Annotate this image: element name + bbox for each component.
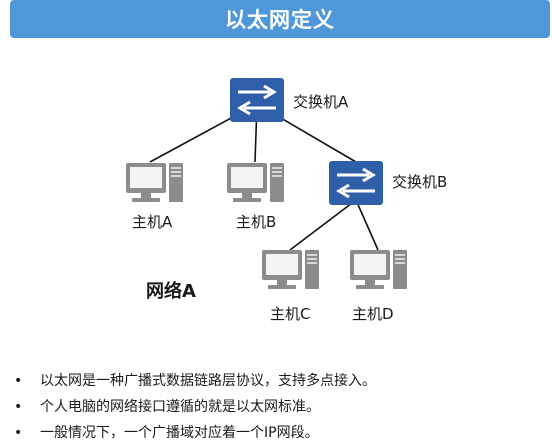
host-a: 主机A	[126, 163, 183, 231]
pc-icon	[126, 163, 183, 202]
network-diagram: 交换机A 交换机B 主机A 主机B 主机C 主机D 网络A	[126, 76, 447, 323]
host-c: 主机C	[262, 250, 319, 323]
switch-b-label: 交换机B	[392, 173, 447, 191]
link-switch-b-host-c	[289, 199, 357, 251]
pc-icon	[227, 163, 284, 202]
switch-icon	[228, 76, 286, 124]
bullet-list: • 以太网是一种广播式数据链路层协议，支持多点接入。 • 个人电脑的网络接口遵循的就…	[14, 368, 376, 446]
list-item: • 个人电脑的网络接口遵循的就是以太网标准。	[14, 394, 376, 420]
list-item: • 一般情况下，一个广播域对应着一个IP网段。	[14, 420, 376, 446]
host-d-label: 主机D	[352, 305, 394, 323]
pc-icon	[262, 250, 319, 289]
switch-b: 交换机B	[327, 159, 447, 207]
bullet-text: 一般情况下，一个广播域对应着一个IP网段。	[40, 425, 319, 441]
page-title: 以太网定义	[10, 0, 550, 38]
bullet-dot: •	[14, 399, 23, 415]
host-d: 主机D	[350, 250, 407, 323]
switch-a-label: 交换机A	[293, 93, 349, 111]
bullet-dot: •	[14, 425, 23, 441]
host-b: 主机B	[227, 163, 284, 231]
link-switch-b-host-d	[355, 199, 379, 251]
list-item: • 以太网是一种广播式数据链路层协议，支持多点接入。	[14, 368, 376, 394]
switch-a: 交换机A	[228, 76, 349, 124]
host-a-label: 主机A	[132, 213, 173, 231]
host-c-label: 主机C	[270, 305, 310, 323]
bullet-text: 个人电脑的网络接口遵循的就是以太网标准。	[40, 399, 320, 415]
bullet-dot: •	[14, 373, 23, 389]
switch-icon	[327, 159, 385, 207]
pc-icon	[350, 250, 407, 289]
bullet-text: 以太网是一种广播式数据链路层协议，支持多点接入。	[40, 373, 376, 389]
network-label: 网络A	[146, 280, 196, 302]
host-b-label: 主机B	[236, 213, 276, 231]
